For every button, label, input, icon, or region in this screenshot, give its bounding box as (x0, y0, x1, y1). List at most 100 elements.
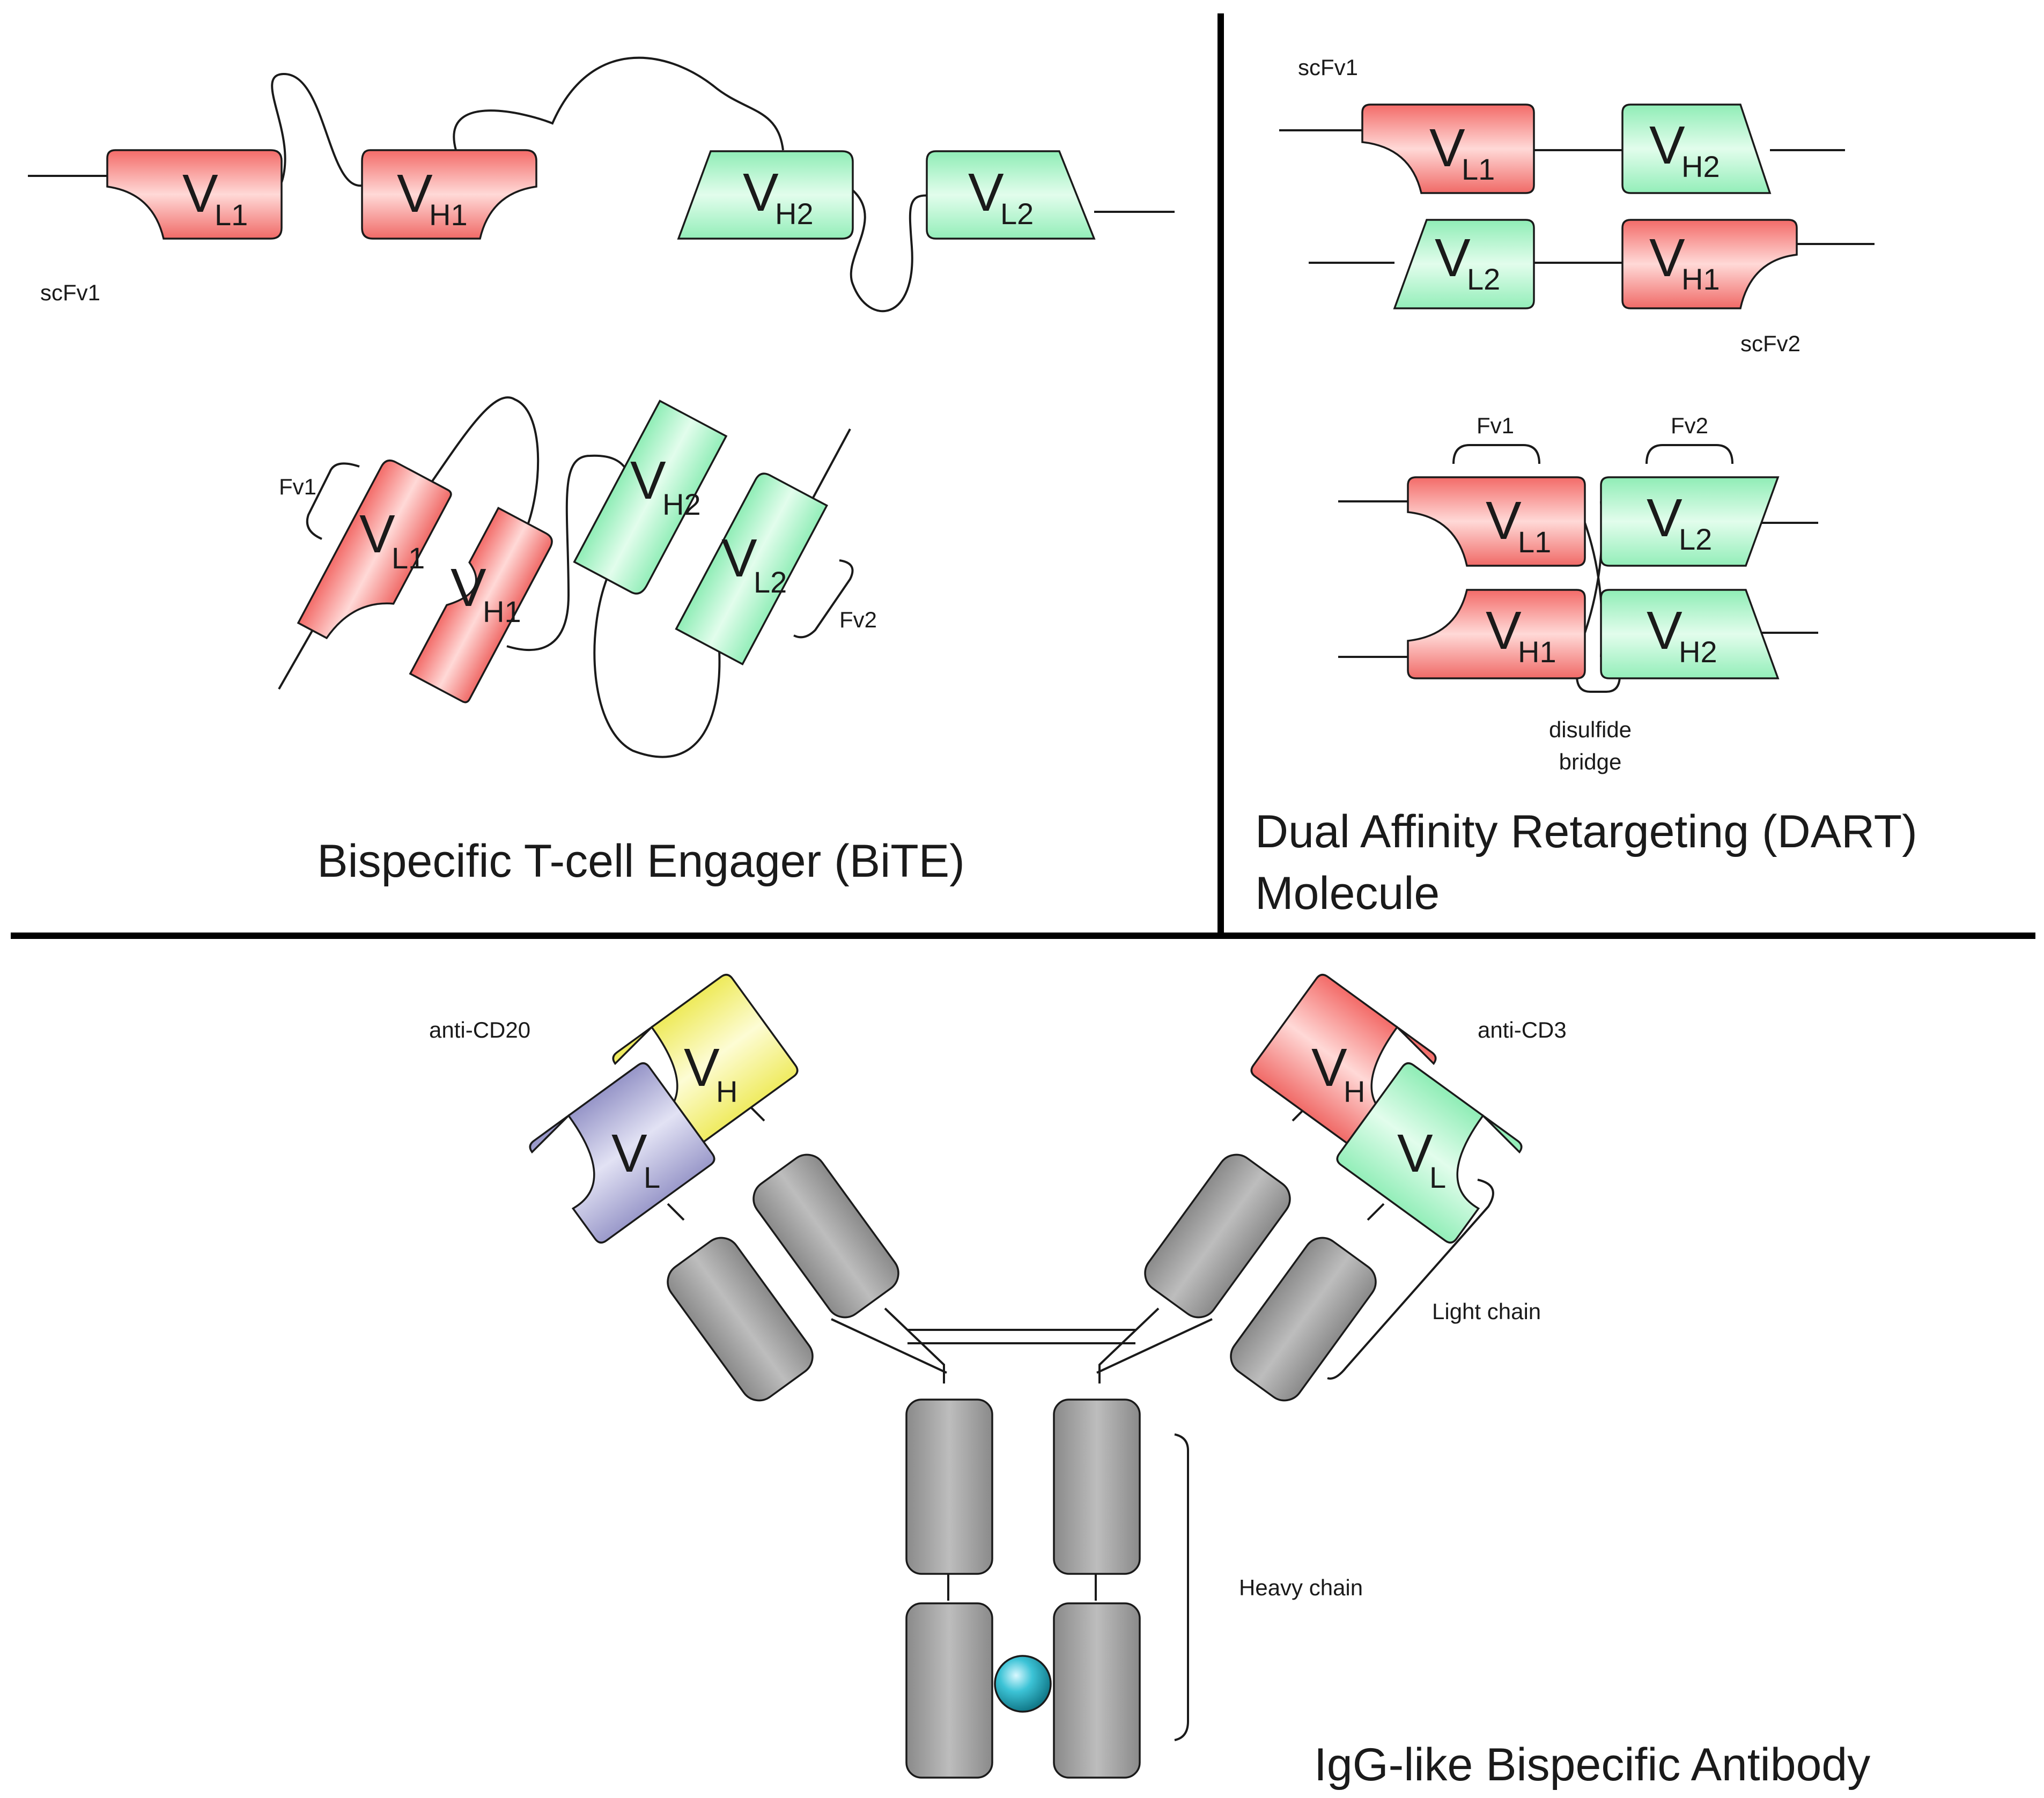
bite-folded-linker-1 (417, 396, 540, 537)
dart-assembled-vl1-label: V (1486, 491, 1522, 551)
bite-folded-vh2-label: V (630, 450, 666, 510)
bite-title: Bispecific T-cell Engager (BiTE) (317, 835, 965, 887)
bite-fv2-bracket (793, 559, 854, 639)
dart-scfv2-vh1-domain (1621, 219, 1798, 309)
dart-assembled-vl2-sublabel: L2 (1679, 522, 1712, 556)
igg-title: IgG-like Bispecific Antibody (1314, 1739, 1870, 1790)
bite-vl2-sublabel: L2 (1000, 197, 1034, 231)
igg-right-ch3-domain (1053, 1602, 1141, 1779)
bite-folded-vh1-sublabel: H1 (483, 595, 521, 628)
bite-folded-vl2-sublabel: L2 (754, 565, 787, 599)
dart-scfv1-vl1-domain (1361, 103, 1535, 194)
dart-title-line1: Dual Affinity Retargeting (DART) (1255, 806, 1917, 857)
bite-folded-vl1-label: V (359, 504, 395, 564)
dart-disulfide-bridge-link (1576, 675, 1621, 693)
igg-left-vl-group (529, 1062, 715, 1244)
igg-right-light-cl-domain (1230, 1237, 1377, 1402)
dart-scfv1-vh2-sublabel: H2 (1681, 150, 1720, 183)
igg-left-vl-sublabel: L (644, 1160, 660, 1194)
igg-right-vl-group (1336, 1062, 1523, 1244)
dart-scfv2-label: scFv2 (1740, 331, 1801, 356)
bite-folded-linker-2 (506, 454, 629, 651)
dart-fv1-label: Fv1 (1477, 413, 1514, 438)
igg-right-vl-domain (1336, 1062, 1523, 1244)
igg-left-vh-label: V (684, 1038, 720, 1098)
igg-right-vh-group (1250, 974, 1437, 1155)
dart-fv2-label: Fv2 (1671, 413, 1708, 438)
igg-right-vh-label: V (1311, 1038, 1347, 1098)
dart-scfv1-label: scFv1 (1298, 55, 1358, 80)
igg-left-vh-domain (612, 974, 799, 1155)
dart-assembled-vl1-sublabel: L1 (1518, 525, 1551, 559)
bite-vh1-label: V (397, 164, 433, 224)
igg-left-vl-label: V (611, 1123, 647, 1183)
bite-folded-vh1-domain (409, 506, 553, 704)
bite-linker-vl1-vh1 (271, 72, 365, 187)
igg-heavy-chain-label: Heavy chain (1239, 1575, 1363, 1600)
igg-left-vh-sublabel: H (716, 1075, 737, 1108)
dart-scfv1-vh2-label: V (1649, 115, 1685, 175)
bite-folded-vl2-label: V (721, 528, 757, 588)
dart-fv1-bracket (1452, 444, 1540, 464)
bite-folded-c-terminus (811, 428, 851, 499)
dart-assembled-vh1-sublabel: H1 (1518, 635, 1556, 669)
igg-light-chain-bracket (1327, 1179, 1494, 1380)
dart-disulfide-label-line2: bridge (1559, 749, 1622, 774)
bite-folded-vl1-domain (297, 460, 452, 640)
dart-assembled-vh1-domain (1407, 589, 1586, 679)
bite-folded-vl1-group (297, 460, 452, 640)
dart-scfv2-vl2-sublabel: L2 (1467, 262, 1500, 296)
dart-assembled-vh2-domain (1600, 589, 1780, 679)
dart-assembled-vl2-domain (1600, 476, 1780, 567)
dart-scfv1-vl1-label: V (1429, 118, 1465, 178)
dart-scfv2-vl2-domain (1393, 219, 1535, 309)
bite-vh1-sublabel: H1 (429, 198, 468, 232)
bite-vh2-sublabel: H2 (775, 197, 814, 231)
igg-right-vh-sublabel: H (1344, 1075, 1365, 1108)
dart-assembled-vh2-label: V (1647, 601, 1683, 661)
bite-fv1-bracket (306, 462, 360, 540)
dart-assembled-vl2-label: V (1647, 488, 1683, 548)
igg-left-heavy-ch1-domain (752, 1153, 899, 1319)
bite-fv1-label: Fv1 (279, 474, 316, 499)
dart-scfv2-chain (1309, 243, 1875, 264)
bite-scfv1-label: scFv1 (40, 280, 100, 305)
bite-folded-vh2-group (573, 399, 728, 595)
bite-vl1-label: V (182, 164, 218, 224)
bite-folded-vh2-sublabel: H2 (662, 487, 701, 521)
bite-folded-vl1-sublabel: L1 (392, 541, 425, 575)
igg-panel: anti-CD20 anti-CD3 V H V L V H V L (429, 974, 1870, 1790)
igg-right-ch2-domain (1053, 1399, 1141, 1575)
dart-scfv2-vh1-label: V (1649, 228, 1685, 288)
igg-left-vl-domain (529, 1062, 715, 1244)
bite-vh1-domain (361, 149, 537, 240)
dart-assembled-vh1-label: V (1486, 601, 1522, 661)
bite-vh2-domain (677, 150, 854, 240)
dart-title-line2: Molecule (1255, 868, 1440, 919)
dart-fv2-bracket (1645, 444, 1733, 464)
dart-assembled-chains (1338, 500, 1818, 658)
dart-scfv1-vh2-domain (1621, 103, 1772, 194)
igg-anti-cd20-label: anti-CD20 (429, 1017, 530, 1042)
dart-assembled-vh2-sublabel: H2 (1679, 635, 1717, 669)
bite-linker-vh1-vh2 (453, 56, 784, 151)
igg-right-vh-domain (1250, 974, 1437, 1155)
bite-linker-vh2-vl2 (850, 189, 931, 313)
dart-scfv2-vh1-sublabel: H1 (1681, 262, 1720, 296)
igg-left-vh-group (612, 974, 799, 1155)
igg-left-ch2-domain (905, 1399, 993, 1575)
igg-light-chain-label: Light chain (1432, 1299, 1541, 1324)
dart-assembled-vl1-domain (1407, 476, 1586, 567)
igg-knob-hole-ball (994, 1655, 1052, 1713)
bite-vl2-label: V (968, 162, 1004, 223)
bite-folded-vl2-domain (675, 472, 828, 665)
igg-right-heavy-ch1-domain (1144, 1153, 1291, 1319)
dart-panel: scFv1 V L1 V H2 V L2 V H1 scFv2 Fv1 Fv2 … (1255, 55, 1917, 919)
igg-left-light-cl-domain (667, 1237, 814, 1402)
igg-heavy-chain-bracket (1174, 1433, 1189, 1741)
igg-right-vl-label: V (1397, 1123, 1433, 1183)
bite-folded-vh1-label: V (451, 558, 486, 618)
bite-folded-vh2-domain (573, 399, 728, 595)
bite-vl1-domain (106, 149, 283, 240)
